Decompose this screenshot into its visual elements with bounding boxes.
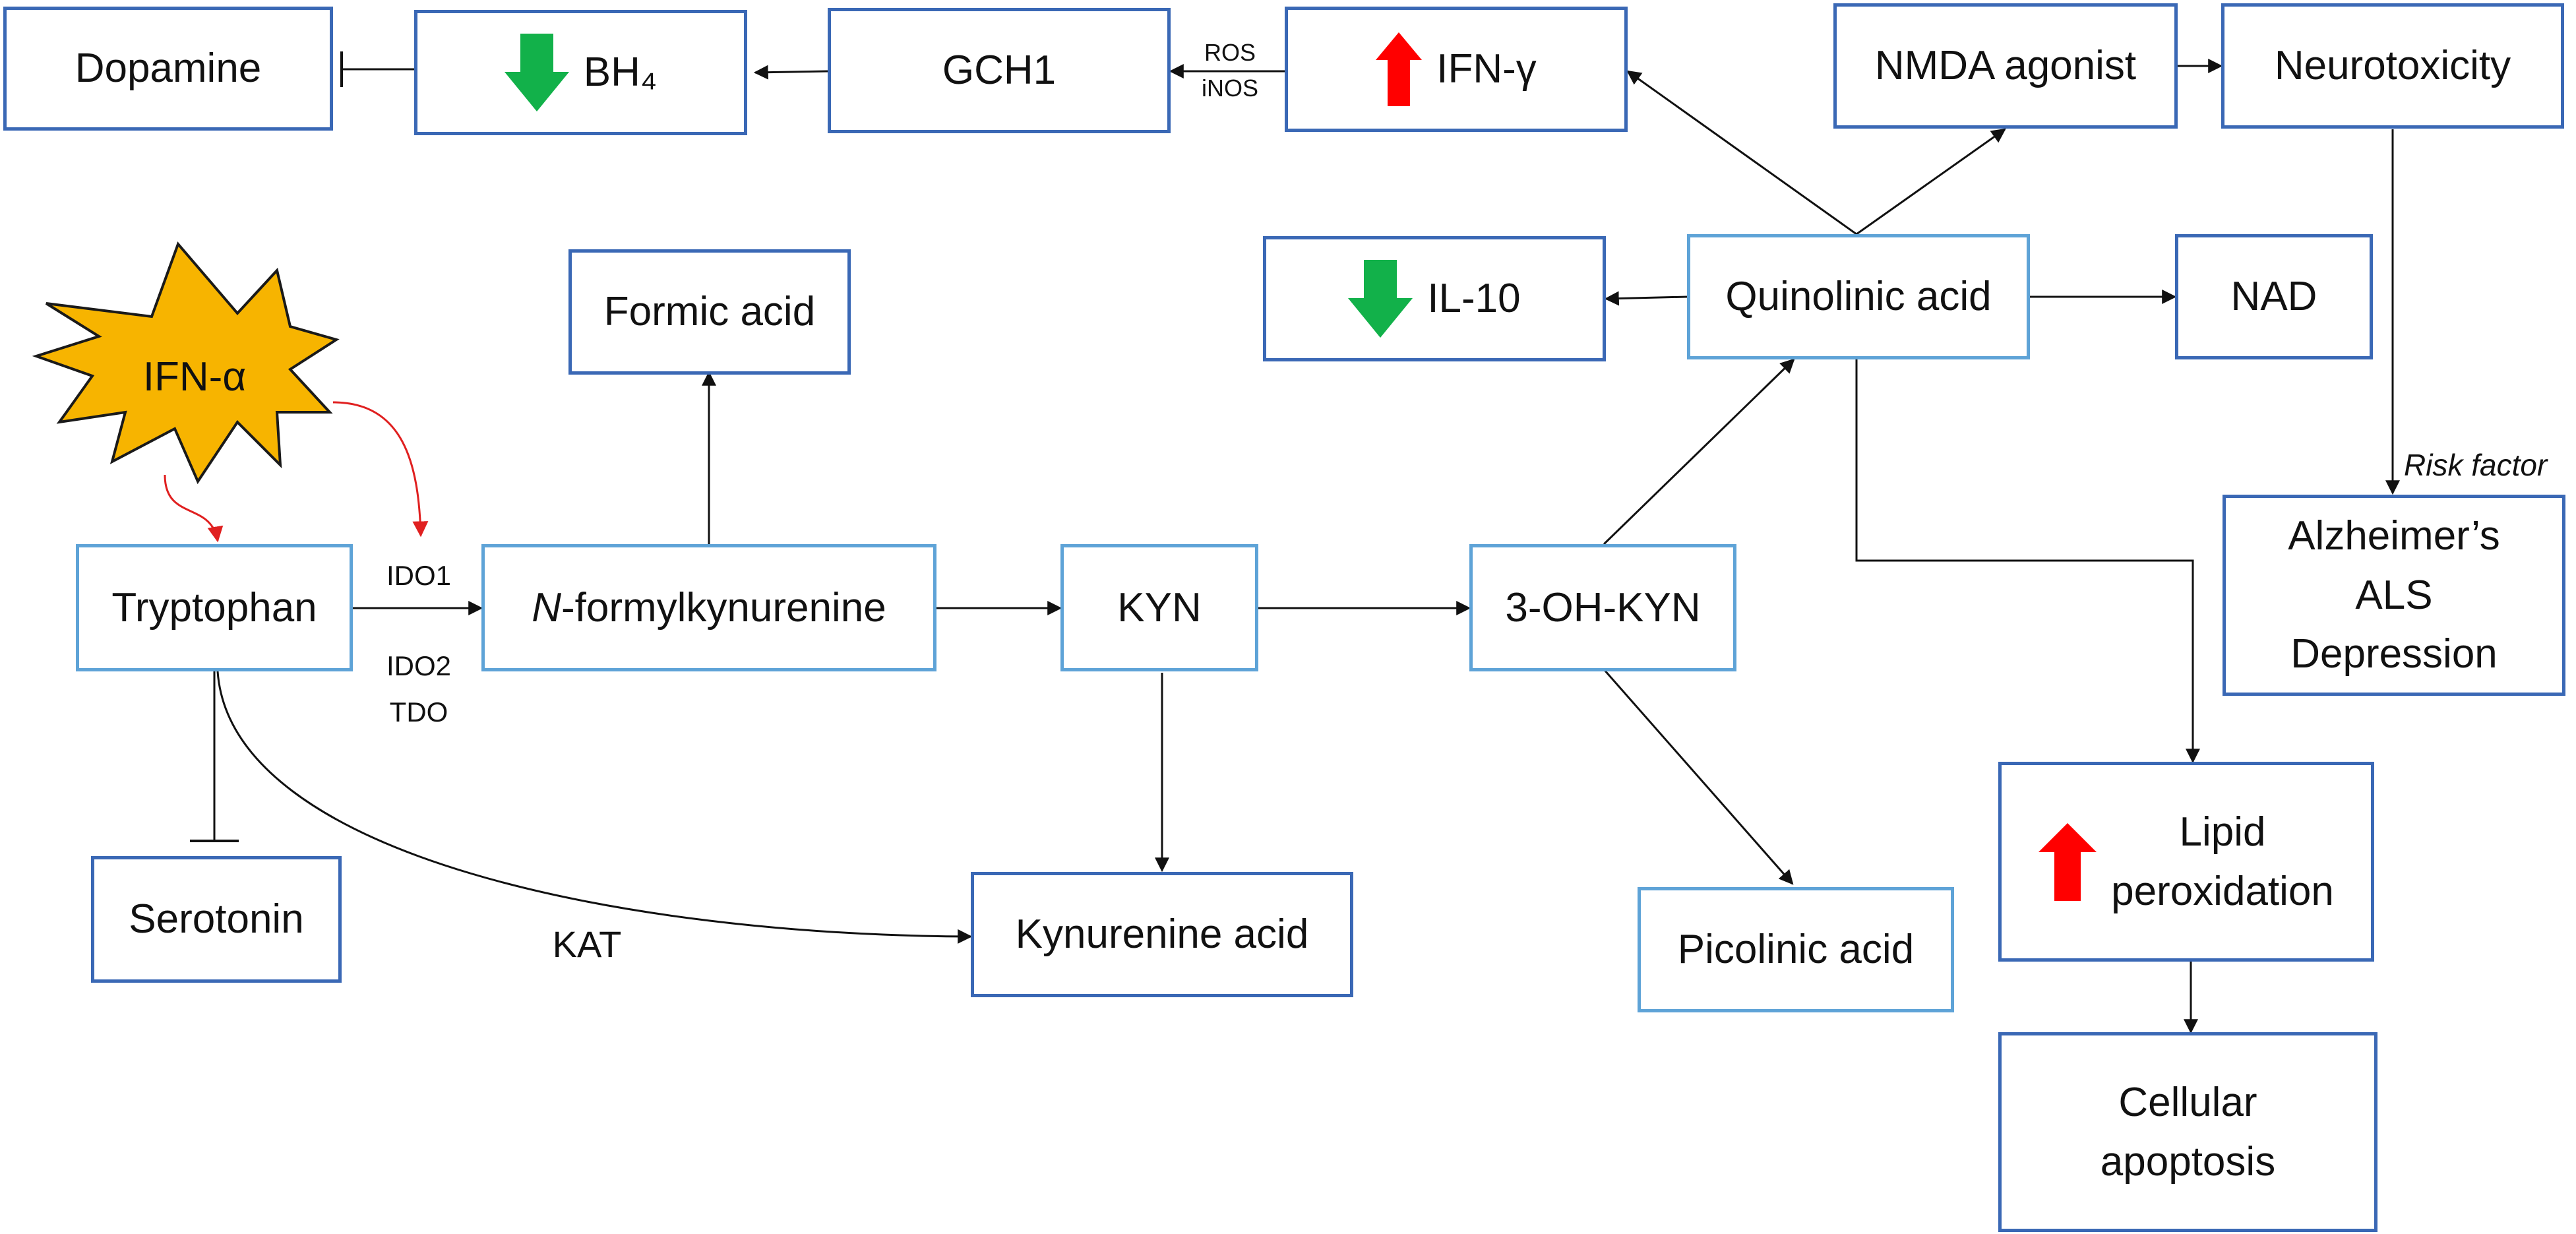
down-arrow-icon — [1348, 260, 1413, 338]
node-lipid-peroxidation: Lipid peroxidation — [1998, 762, 2374, 962]
node-disease: Alzheimer’s ALS Depression — [2223, 495, 2565, 696]
node-neurotoxicity: Neurotoxicity — [2221, 3, 2564, 129]
node-bh4-label: BH₄ — [583, 49, 658, 96]
node-picolinic-acid-label: Picolinic acid — [1677, 927, 1915, 973]
edge-3-oh-kyn-to-picolinic — [1603, 669, 1794, 885]
node-cellular-apoptosis: Cellular apoptosis — [1998, 1032, 2377, 1232]
node-gch1: GCH1 — [828, 8, 1171, 133]
node-quinolinic-acid: Quinolinic acid — [1687, 234, 2030, 359]
node-picolinic-acid: Picolinic acid — [1638, 887, 1954, 1012]
up-arrow-icon — [2039, 822, 2097, 901]
disease-line-3: Depression — [2290, 631, 2498, 677]
edge-ifn-alpha-to-tryptophan — [164, 474, 224, 543]
node-n-formylkynurenine-label: N-formylkynurenine — [532, 578, 886, 638]
node-kyn: KYN — [1060, 544, 1258, 671]
node-dopamine-label: Dopamine — [75, 46, 262, 92]
node-3-oh-kyn-label: 3-OH-KYN — [1505, 584, 1701, 631]
n-formyl-rest: -formylkynurenine — [561, 584, 886, 631]
node-nad: NAD — [2175, 234, 2373, 359]
edge-quinolinic-to-ifn-gamma — [1626, 70, 1857, 235]
node-quinolinic-acid-label: Quinolinic acid — [1725, 274, 1992, 320]
node-neurotoxicity-label: Neurotoxicity — [2274, 43, 2511, 89]
n-formyl-prefix: N — [532, 584, 562, 631]
node-kynurenine-acid-label: Kynurenine acid — [1015, 911, 1309, 958]
node-formic-acid: Formic acid — [568, 249, 851, 375]
ifn-alpha-starburst — [32, 241, 340, 485]
node-3-oh-kyn: 3-OH-KYN — [1469, 544, 1736, 671]
edge-label-kat: KAT — [552, 923, 622, 965]
node-bh4: BH₄ — [414, 10, 747, 135]
edge-label-tdo: TDO — [389, 696, 448, 727]
edge-quinolinic-to-il10 — [1604, 291, 1688, 306]
disease-line-1: Alzheimer’s — [2288, 512, 2500, 559]
apoptosis-line-1: Cellular — [2118, 1079, 2257, 1125]
node-il10-label: IL-10 — [1427, 276, 1521, 322]
node-nmda-agonist-label: NMDA agonist — [1874, 43, 2137, 89]
node-nad-label: NAD — [2230, 274, 2317, 320]
node-nmda-agonist: NMDA agonist — [1833, 3, 2178, 129]
node-n-formylkynurenine: N-formylkynurenine — [481, 544, 936, 671]
edge-quinolinic-to-lipid — [1855, 359, 2200, 764]
edge-quinolinic-to-nmda — [1856, 128, 2006, 235]
edge-label-ros: ROS — [1204, 39, 1256, 66]
node-ifn-gamma-label: IFN-γ — [1436, 46, 1537, 92]
down-arrow-icon — [504, 34, 569, 111]
node-ifn-alpha-label: IFN-α — [142, 354, 247, 400]
node-tryptophan: Tryptophan — [76, 544, 353, 671]
up-arrow-icon — [1376, 32, 1423, 106]
node-gch1-label: GCH1 — [942, 47, 1057, 94]
node-kynurenine-acid: Kynurenine acid — [971, 872, 1353, 997]
node-il10: IL-10 — [1263, 236, 1606, 361]
node-serotonin: Serotonin — [91, 856, 342, 983]
node-serotonin-label: Serotonin — [129, 896, 304, 942]
edge-3-oh-kyn-to-quinolinic — [1603, 358, 1795, 545]
node-kyn-label: KYN — [1117, 584, 1202, 631]
disease-line-2: ALS — [2355, 572, 2433, 618]
edge-tryptophan-to-kynurenine-acid — [216, 671, 973, 944]
edge-label-risk-factor: Risk factor — [2404, 448, 2548, 482]
node-formic-acid-label: Formic acid — [603, 289, 816, 335]
lipid-line-2: peroxidation — [2111, 868, 2334, 914]
node-tryptophan-label: Tryptophan — [111, 584, 317, 631]
lipid-line-1: Lipid — [2179, 809, 2266, 855]
edge-label-inos: iNOS — [1201, 75, 1258, 102]
edge-label-ido1: IDO1 — [386, 560, 452, 591]
edge-label-ido2: IDO2 — [386, 650, 452, 681]
edge-ifn-alpha-to-ido — [332, 401, 429, 538]
node-ifn-gamma: IFN-γ — [1285, 7, 1628, 132]
apoptosis-line-2: apoptosis — [2100, 1138, 2276, 1185]
node-dopamine: Dopamine — [3, 7, 333, 131]
edge-gch1-to-bh4 — [753, 65, 828, 80]
